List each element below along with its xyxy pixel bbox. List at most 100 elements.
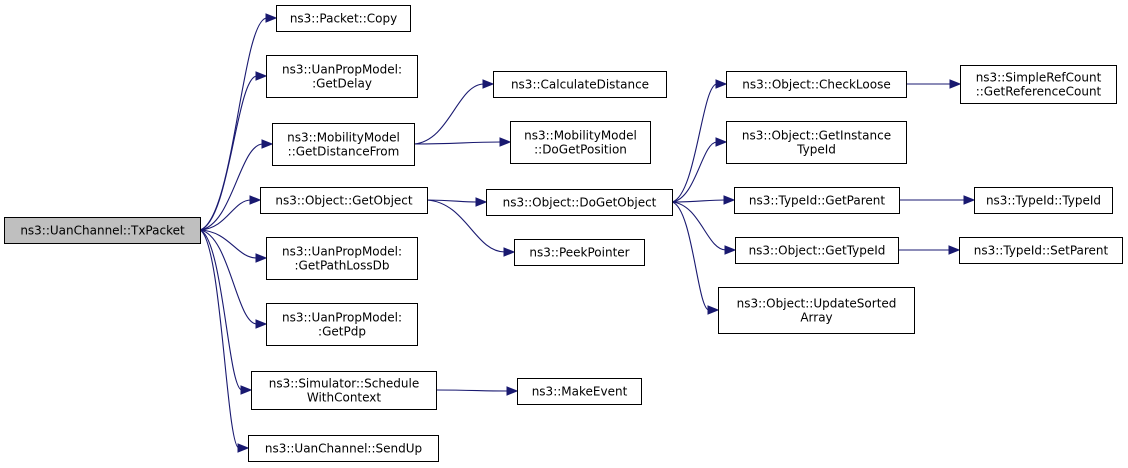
edge-line: [199, 17, 268, 231]
edge-line: [199, 229, 258, 325]
node-label-line: ns3::PeekPointer: [529, 246, 629, 260]
node-box: [734, 187, 900, 214]
node-dogetobject[interactable]: ns3::Object::DoGetObject: [486, 189, 673, 216]
node-box: [726, 71, 907, 98]
edge-arrowhead: [237, 443, 250, 453]
node-packet-copy[interactable]: ns3::Packet::Copy: [276, 5, 411, 32]
node-setparent[interactable]: ns3::TypeId::SetParent: [959, 237, 1123, 264]
node-box: [4, 217, 201, 244]
node-label-line: ns3::TypeId::TypeId: [986, 194, 1101, 208]
node-label-line: ns3::CalculateDistance: [511, 78, 649, 92]
edge-line: [199, 199, 252, 231]
edge-line: [413, 141, 502, 145]
node-box: [260, 187, 428, 214]
node-label-line: ns3::MakeEvent: [532, 385, 628, 399]
edge-txpacket-to-getpathlossdb: [199, 229, 268, 263]
edge-arrowhead: [715, 137, 728, 147]
node-box: [959, 237, 1123, 264]
edge-line: [671, 141, 718, 203]
edge-line: [426, 199, 478, 203]
node-box: [510, 121, 651, 164]
edge-schedulewithcontext-to-makeevent: [435, 386, 519, 396]
node-label-line: ns3::UanPropModel:: [282, 245, 402, 259]
edge-arrowhead: [724, 245, 737, 255]
node-box: [276, 5, 411, 32]
edge-arrowhead: [249, 195, 262, 205]
node-box: [266, 55, 418, 98]
node-label-line: :GetPdp: [318, 325, 366, 339]
edge-arrowhead: [963, 195, 976, 205]
edge-line: [199, 229, 240, 449]
node-label-line: :GetPathLossDb: [295, 259, 390, 273]
edge-line: [435, 389, 509, 392]
node-label-line: ns3::TypeId::SetParent: [974, 244, 1109, 258]
node-makeevent[interactable]: ns3::MakeEvent: [517, 378, 642, 405]
node-sendup[interactable]: ns3::UanChannel::SendUp: [248, 435, 439, 462]
node-getdelay[interactable]: ns3::UanPropModel::GetDelay: [266, 55, 418, 98]
edge-line: [199, 75, 258, 231]
node-box: [726, 121, 907, 164]
edge-dogetobject-to-checkloose: [671, 79, 728, 203]
edge-arrowhead: [715, 79, 728, 89]
node-checkloose[interactable]: ns3::Object::CheckLoose: [726, 71, 907, 98]
node-label-line: ns3::Object::GetTypeId: [749, 244, 886, 258]
edge-txpacket-to-getobject: [199, 195, 262, 231]
edges-layer: [199, 13, 976, 453]
node-label-line: Array: [800, 311, 832, 325]
node-dogetposition[interactable]: ns3::MobilityModel::DoGetPosition: [510, 121, 651, 164]
node-getpathlossdb[interactable]: ns3::UanPropModel::GetPathLossDb: [266, 237, 418, 280]
node-box: [248, 435, 439, 462]
edge-line: [199, 229, 258, 259]
edge-arrowhead: [475, 197, 488, 207]
edge-arrowhead: [503, 247, 516, 257]
edge-txpacket-to-getdistancefrom: [199, 139, 274, 231]
node-label-line: ns3::MobilityModel: [524, 129, 637, 143]
node-getreferencecount[interactable]: ns3::SimpleRefCount::GetReferenceCount: [960, 65, 1117, 104]
edge-getdistancefrom-to-calculatedistance: [413, 79, 495, 145]
node-label-line: ns3::Simulator::Schedule: [269, 377, 420, 391]
edge-line: [199, 229, 243, 391]
node-box: [486, 189, 673, 216]
node-getdistancefrom[interactable]: ns3::MobilityModel::GetDistanceFrom: [272, 123, 415, 166]
edge-line: [199, 143, 264, 231]
node-label-line: ns3::Object::DoGetObject: [503, 196, 657, 210]
node-label-line: ns3::UanPropModel:: [282, 63, 402, 77]
edge-arrowhead: [255, 253, 268, 263]
edge-getparent-to-typeid: [899, 195, 976, 205]
edge-arrowhead: [255, 319, 268, 329]
node-peekpointer[interactable]: ns3::PeekPointer: [514, 239, 645, 266]
edge-dogetobject-to-getinstancetypeid: [671, 137, 728, 203]
node-label-line: ns3::Object::GetInstance: [742, 129, 891, 143]
node-typeid[interactable]: ns3::TypeId::TypeId: [974, 187, 1113, 214]
edge-line: [426, 199, 506, 253]
node-label-line: ns3::Packet::Copy: [290, 12, 397, 26]
edge-txpacket-to-sendup: [199, 229, 250, 453]
node-label-line: ns3::UanChannel::SendUp: [265, 442, 422, 456]
edge-getobject-to-dogetobject: [426, 197, 488, 207]
node-getparent[interactable]: ns3::TypeId::GetParent: [734, 187, 900, 214]
node-box: [272, 123, 415, 166]
node-box: [974, 187, 1113, 214]
node-box: [266, 303, 418, 346]
edge-line: [671, 201, 727, 251]
nodes-layer: ns3::UanChannel::TxPacket ns3::Packet::Co…: [4, 5, 1123, 462]
edge-arrowhead: [255, 71, 268, 81]
node-box: [517, 378, 642, 405]
edge-gettypeid-to-setparent: [897, 245, 961, 255]
node-getobject[interactable]: ns3::Object::GetObject: [260, 187, 428, 214]
node-txpacket[interactable]: ns3::UanChannel::TxPacket: [4, 217, 201, 244]
edge-txpacket-to-getdelay: [199, 71, 268, 231]
node-getpdp[interactable]: ns3::UanPropModel::GetPdp: [266, 303, 418, 346]
node-gettypeid[interactable]: ns3::Object::GetTypeId: [735, 237, 899, 264]
node-calculatedistance[interactable]: ns3::CalculateDistance: [493, 71, 667, 98]
edge-line: [671, 199, 726, 203]
node-label-line: ::DoGetPosition: [534, 143, 627, 157]
node-label-line: ns3::MobilityModel: [287, 131, 400, 145]
node-box: [735, 237, 899, 264]
edge-arrowhead: [240, 385, 253, 395]
node-label-line: ::GetDistanceFrom: [288, 145, 400, 159]
